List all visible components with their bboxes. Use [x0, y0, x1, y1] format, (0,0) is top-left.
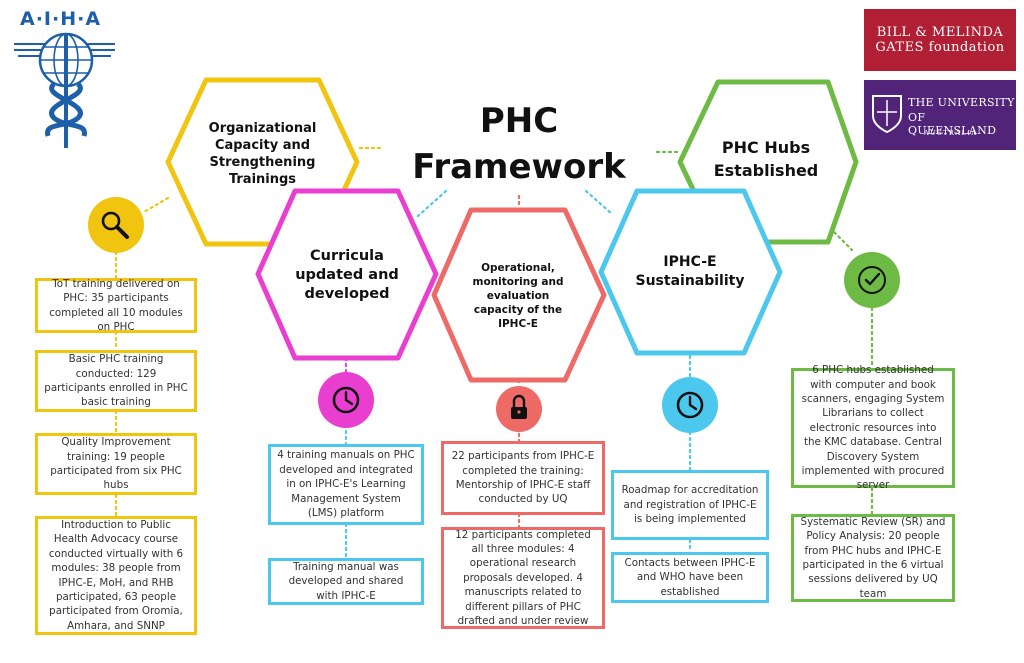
hexagon-me-label: Operational, monitoring and evaluation c…: [472, 262, 564, 330]
org-box-3: Quality Improvement training: 19 people …: [35, 433, 197, 495]
hexagon-me: [431, 207, 607, 383]
hexagon-sustain-label: IPHC-E Sustainability: [635, 254, 745, 289]
checkmark-icon: [844, 252, 900, 308]
connector-title-sustain: [584, 189, 614, 216]
hexagon-org-label: Organizational Capacity and Strengthenin…: [208, 121, 317, 187]
hexagon-curricula-label: Curricula updated and developed: [295, 247, 399, 302]
gates-logo-line2: GATES foundation: [875, 40, 1005, 55]
me-box-1: 22 participants from IPHC-E completed th…: [441, 441, 605, 515]
sustain-box-2: Contacts between IPHC-E and WHO have bee…: [611, 552, 769, 603]
hexagon-curricula: [255, 188, 439, 361]
connector-org-icon: [142, 196, 170, 214]
uq-logo-line3: AUSTRALIA: [924, 129, 978, 137]
hexagon-hubs-label: PHC Hubs Established: [713, 138, 819, 180]
hubs-box-2: Systematic Review (SR) and Policy Analys…: [791, 514, 955, 602]
page-title: PHC Framework: [412, 101, 626, 187]
magnifier-icon: [88, 197, 144, 253]
curricula-box-2: Training manual was developed and shared…: [268, 558, 424, 605]
gates-foundation-logo: BILL & MELINDA GATES foundation: [864, 9, 1016, 71]
lock-icon: [496, 386, 542, 432]
org-box-1: ToT training delivered on PHC: 35 partic…: [35, 278, 197, 333]
clock-icon: [318, 372, 374, 428]
connector-title-curricula: [416, 189, 448, 218]
hubs-box-1: 6 PHC hubs established with computer and…: [791, 364, 955, 491]
aiha-emblem: [14, 32, 115, 148]
sustain-box-1: Roadmap for accreditation and registrati…: [611, 470, 769, 540]
uq-logo: THE UNIVERSITY OF QUEENSLAND AUSTRALIA: [864, 80, 1016, 150]
uq-logo-line2: OF QUEENSLAND: [908, 111, 997, 137]
aiha-logo-text: A·I·H·A: [20, 8, 102, 30]
org-box-2: Basic PHC training conducted: 129 partic…: [35, 350, 197, 412]
clock-icon: [662, 377, 718, 433]
me-box-2: 12 participants completed all three modu…: [441, 527, 605, 629]
uq-crest-icon: [872, 95, 902, 134]
curricula-box-1: 4 training manuals on PHC developed and …: [268, 444, 424, 525]
hexagon-sustain: [598, 188, 783, 356]
gates-logo-line1: BILL & MELINDA: [876, 25, 1004, 40]
uq-logo-line1: THE UNIVERSITY: [908, 96, 1015, 109]
org-box-4: Introduction to Public Health Advocacy c…: [35, 516, 197, 635]
